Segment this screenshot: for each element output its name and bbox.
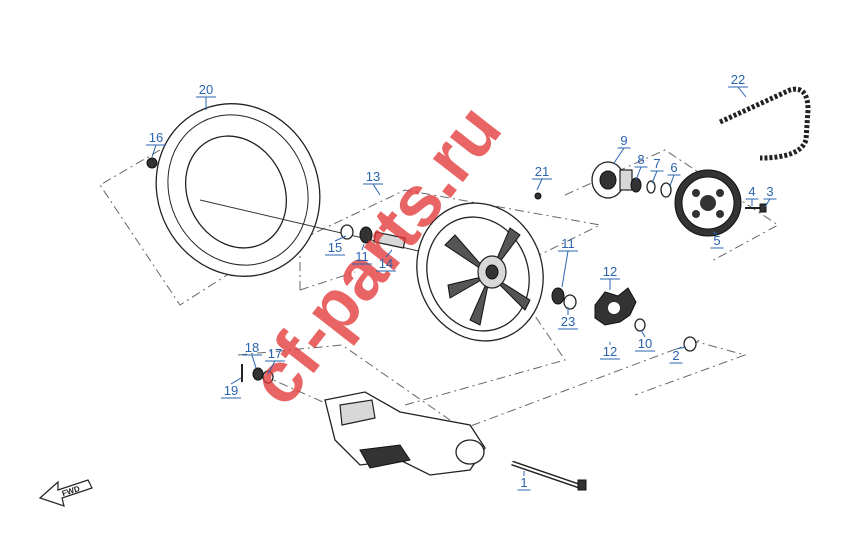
callout-number: 13: [366, 169, 380, 184]
callout-leader: [385, 249, 393, 258]
callout-number: 3: [766, 184, 773, 199]
callout-p7[interactable]: 7: [650, 156, 664, 184]
direction-label: FWD: [61, 484, 81, 498]
callout-leader: [334, 235, 347, 242]
callout-p1[interactable]: 1: [517, 471, 531, 491]
left-spacer-bearings: [340, 224, 407, 249]
callout-number: 20: [199, 82, 213, 97]
callout-number: 5: [713, 233, 720, 248]
callout-leader: [764, 198, 771, 208]
callout-number: 11: [355, 249, 369, 264]
valve-nut: [146, 157, 158, 169]
callout-leader: [536, 178, 543, 191]
callout-number: 9: [620, 133, 627, 148]
callout-number: 2: [672, 348, 679, 363]
callout-leader: [675, 346, 687, 350]
callout-leader: [230, 377, 242, 385]
callout-p23[interactable]: 23: [558, 307, 578, 330]
callout-p14[interactable]: 14: [376, 249, 396, 272]
callout-p11a[interactable]: 11: [352, 243, 372, 265]
callout-p21[interactable]: 21: [532, 164, 552, 191]
callout-number: 21: [535, 164, 549, 179]
callout-leader: [640, 329, 646, 338]
callout-p10[interactable]: 10: [635, 329, 655, 352]
callout-p5[interactable]: 5: [710, 231, 724, 249]
swing-arm: [324, 391, 486, 476]
callout-number: 1: [520, 475, 527, 490]
callout-p15[interactable]: 15: [325, 235, 347, 256]
rear-axle: [511, 460, 587, 491]
callout-p3[interactable]: 3: [763, 184, 777, 208]
callout-leader: [635, 166, 642, 181]
callout-p11b[interactable]: 11: [558, 236, 578, 288]
callout-number: 10: [638, 336, 652, 351]
callout-leader: [361, 243, 365, 251]
callout-leader: [651, 170, 658, 184]
callout-labels: 1234567891011111212131415161718192021222…: [146, 72, 777, 491]
callout-number: 22: [731, 72, 745, 87]
callout-p19[interactable]: 19: [221, 377, 242, 399]
callout-number: 8: [637, 152, 644, 167]
callout-p13[interactable]: 13: [363, 169, 383, 196]
callout-number: 23: [561, 314, 575, 329]
callout-leader: [561, 250, 569, 288]
callout-p9[interactable]: 9: [613, 133, 631, 164]
callout-p2[interactable]: 2: [669, 346, 687, 364]
callout-leader: [372, 183, 381, 196]
chain-adjuster: [241, 364, 274, 384]
callout-number: 18: [245, 340, 259, 355]
callout-number: 15: [328, 240, 342, 255]
right-bearings: [534, 192, 577, 310]
callout-number: 7: [653, 156, 660, 171]
rear-tyre: [155, 103, 321, 277]
rear-wheel-rim: [416, 202, 544, 342]
spacers-collars: [634, 318, 697, 352]
callout-number: 16: [149, 130, 163, 145]
callout-p17[interactable]: 17: [265, 346, 285, 375]
callout-p22[interactable]: 22: [728, 72, 748, 98]
callout-number: 19: [224, 383, 238, 398]
callout-leader: [669, 174, 675, 187]
callout-p12a[interactable]: 12: [600, 264, 620, 290]
rear-sprocket: [674, 169, 742, 237]
cush-dampers: [594, 287, 637, 326]
callout-leader: [267, 360, 276, 375]
callout-leader: [613, 147, 625, 164]
callout-p20[interactable]: 20: [196, 82, 216, 110]
callout-number: 14: [379, 256, 393, 271]
callout-leader: [712, 231, 718, 235]
callout-leader: [737, 86, 747, 98]
sprocket-carrier: [591, 161, 633, 199]
callout-p4[interactable]: 4: [745, 184, 759, 206]
callout-p8[interactable]: 8: [634, 152, 648, 181]
callout-p12b[interactable]: 12: [600, 342, 620, 360]
callout-p16[interactable]: 16: [146, 130, 166, 158]
drive-chain: [718, 86, 811, 161]
callout-number: 4: [748, 184, 755, 199]
callout-number: 12: [603, 264, 617, 279]
callout-p6[interactable]: 6: [667, 160, 681, 187]
callout-number: 6: [670, 160, 677, 175]
callout-number: 17: [268, 346, 282, 361]
forward-direction-arrow: FWD: [38, 479, 93, 507]
callout-leader: [251, 354, 257, 369]
callout-p18[interactable]: 18: [242, 340, 262, 369]
callout-number: 12: [603, 344, 617, 359]
callout-leader: [151, 144, 157, 158]
carrier-bearing-seal: [630, 177, 672, 198]
callout-number: 11: [561, 236, 575, 251]
sprocket-bolts: [745, 203, 767, 213]
